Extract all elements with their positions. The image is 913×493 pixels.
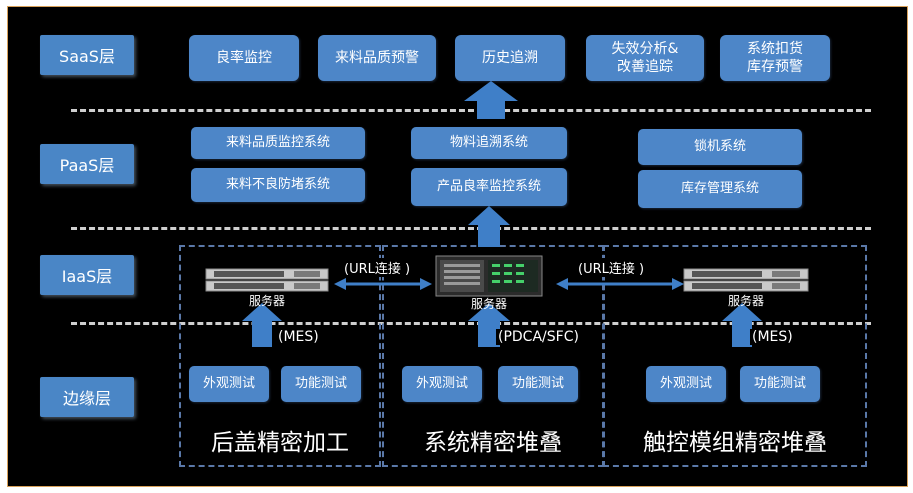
server-left-icon [205,268,329,292]
separator-iaas-edge [71,322,871,325]
test-function-zone1: 功能测试 [281,366,361,402]
paas-defect-prevention-system: 来料不良防堵系统 [191,168,365,202]
protocol-label-left: (MES) [276,329,321,345]
link-label-right: (URL连接 ) [576,258,647,277]
link-arrow-left-icon [334,278,432,290]
link-label-left: (URL连接 ) [342,258,413,277]
layer-label-iaas: IaaS层 [40,255,134,295]
zone-back-cover [179,245,381,467]
arrow-up-edge-left-icon [242,303,282,347]
server-left-label: 服务器 [248,294,285,308]
saas-app-incoming-quality-alert: 来料品质预警 [318,35,436,81]
paas-yield-monitor-system: 产品良率监控系统 [411,168,567,206]
server-middle-label: 服务器 [470,297,507,311]
zone-touch-module [603,245,867,467]
paas-inventory-system: 库存管理系统 [638,170,802,208]
saas-app-inventory-alert: 系统扣货 库存预警 [720,35,830,81]
layer-label-saas: SaaS层 [40,35,134,75]
server-middle-icon [435,255,543,297]
layer-label-paas: PaaS层 [40,144,134,184]
protocol-label-right: (MES) [750,329,795,345]
test-appearance-zone2: 外观测试 [402,366,482,402]
layer-label-edge: 边缘层 [40,377,134,417]
zone-title-system-stack: 系统精密堆叠 [424,430,562,456]
test-function-zone2: 功能测试 [498,366,578,402]
test-appearance-zone3: 外观测试 [646,366,726,402]
saas-app-yield-monitor: 良率监控 [189,35,299,81]
paas-incoming-quality-system: 来料品质监控系统 [191,127,365,159]
zone-title-back-cover: 后盖精密加工 [211,430,349,456]
paas-material-trace-system: 物料追溯系统 [411,127,567,159]
arrow-up-to-paas-icon [468,206,510,247]
separator-saas-paas [71,109,871,112]
separator-paas-iaas [71,227,871,230]
test-function-zone3: 功能测试 [740,366,820,402]
arrow-up-to-saas-icon [464,81,518,119]
saas-app-history-trace: 历史追溯 [455,35,565,81]
saas-app-failure-analysis: 失效分析& 改善追踪 [586,35,704,81]
architecture-diagram: SaaS层 PaaS层 IaaS层 边缘层 良率监控 来料品质预警 历史追溯 失… [7,6,908,487]
paas-lock-system: 锁机系统 [638,129,802,165]
protocol-label-middle: (PDCA/SFC) [496,329,581,345]
diagram-graphics [205,81,809,347]
link-arrow-right-icon [556,278,684,290]
zone-title-touch-module: 触控模组精密堆叠 [643,430,827,456]
server-right-icon [683,268,809,292]
test-appearance-zone1: 外观测试 [189,366,269,402]
server-right-label: 服务器 [727,294,764,308]
